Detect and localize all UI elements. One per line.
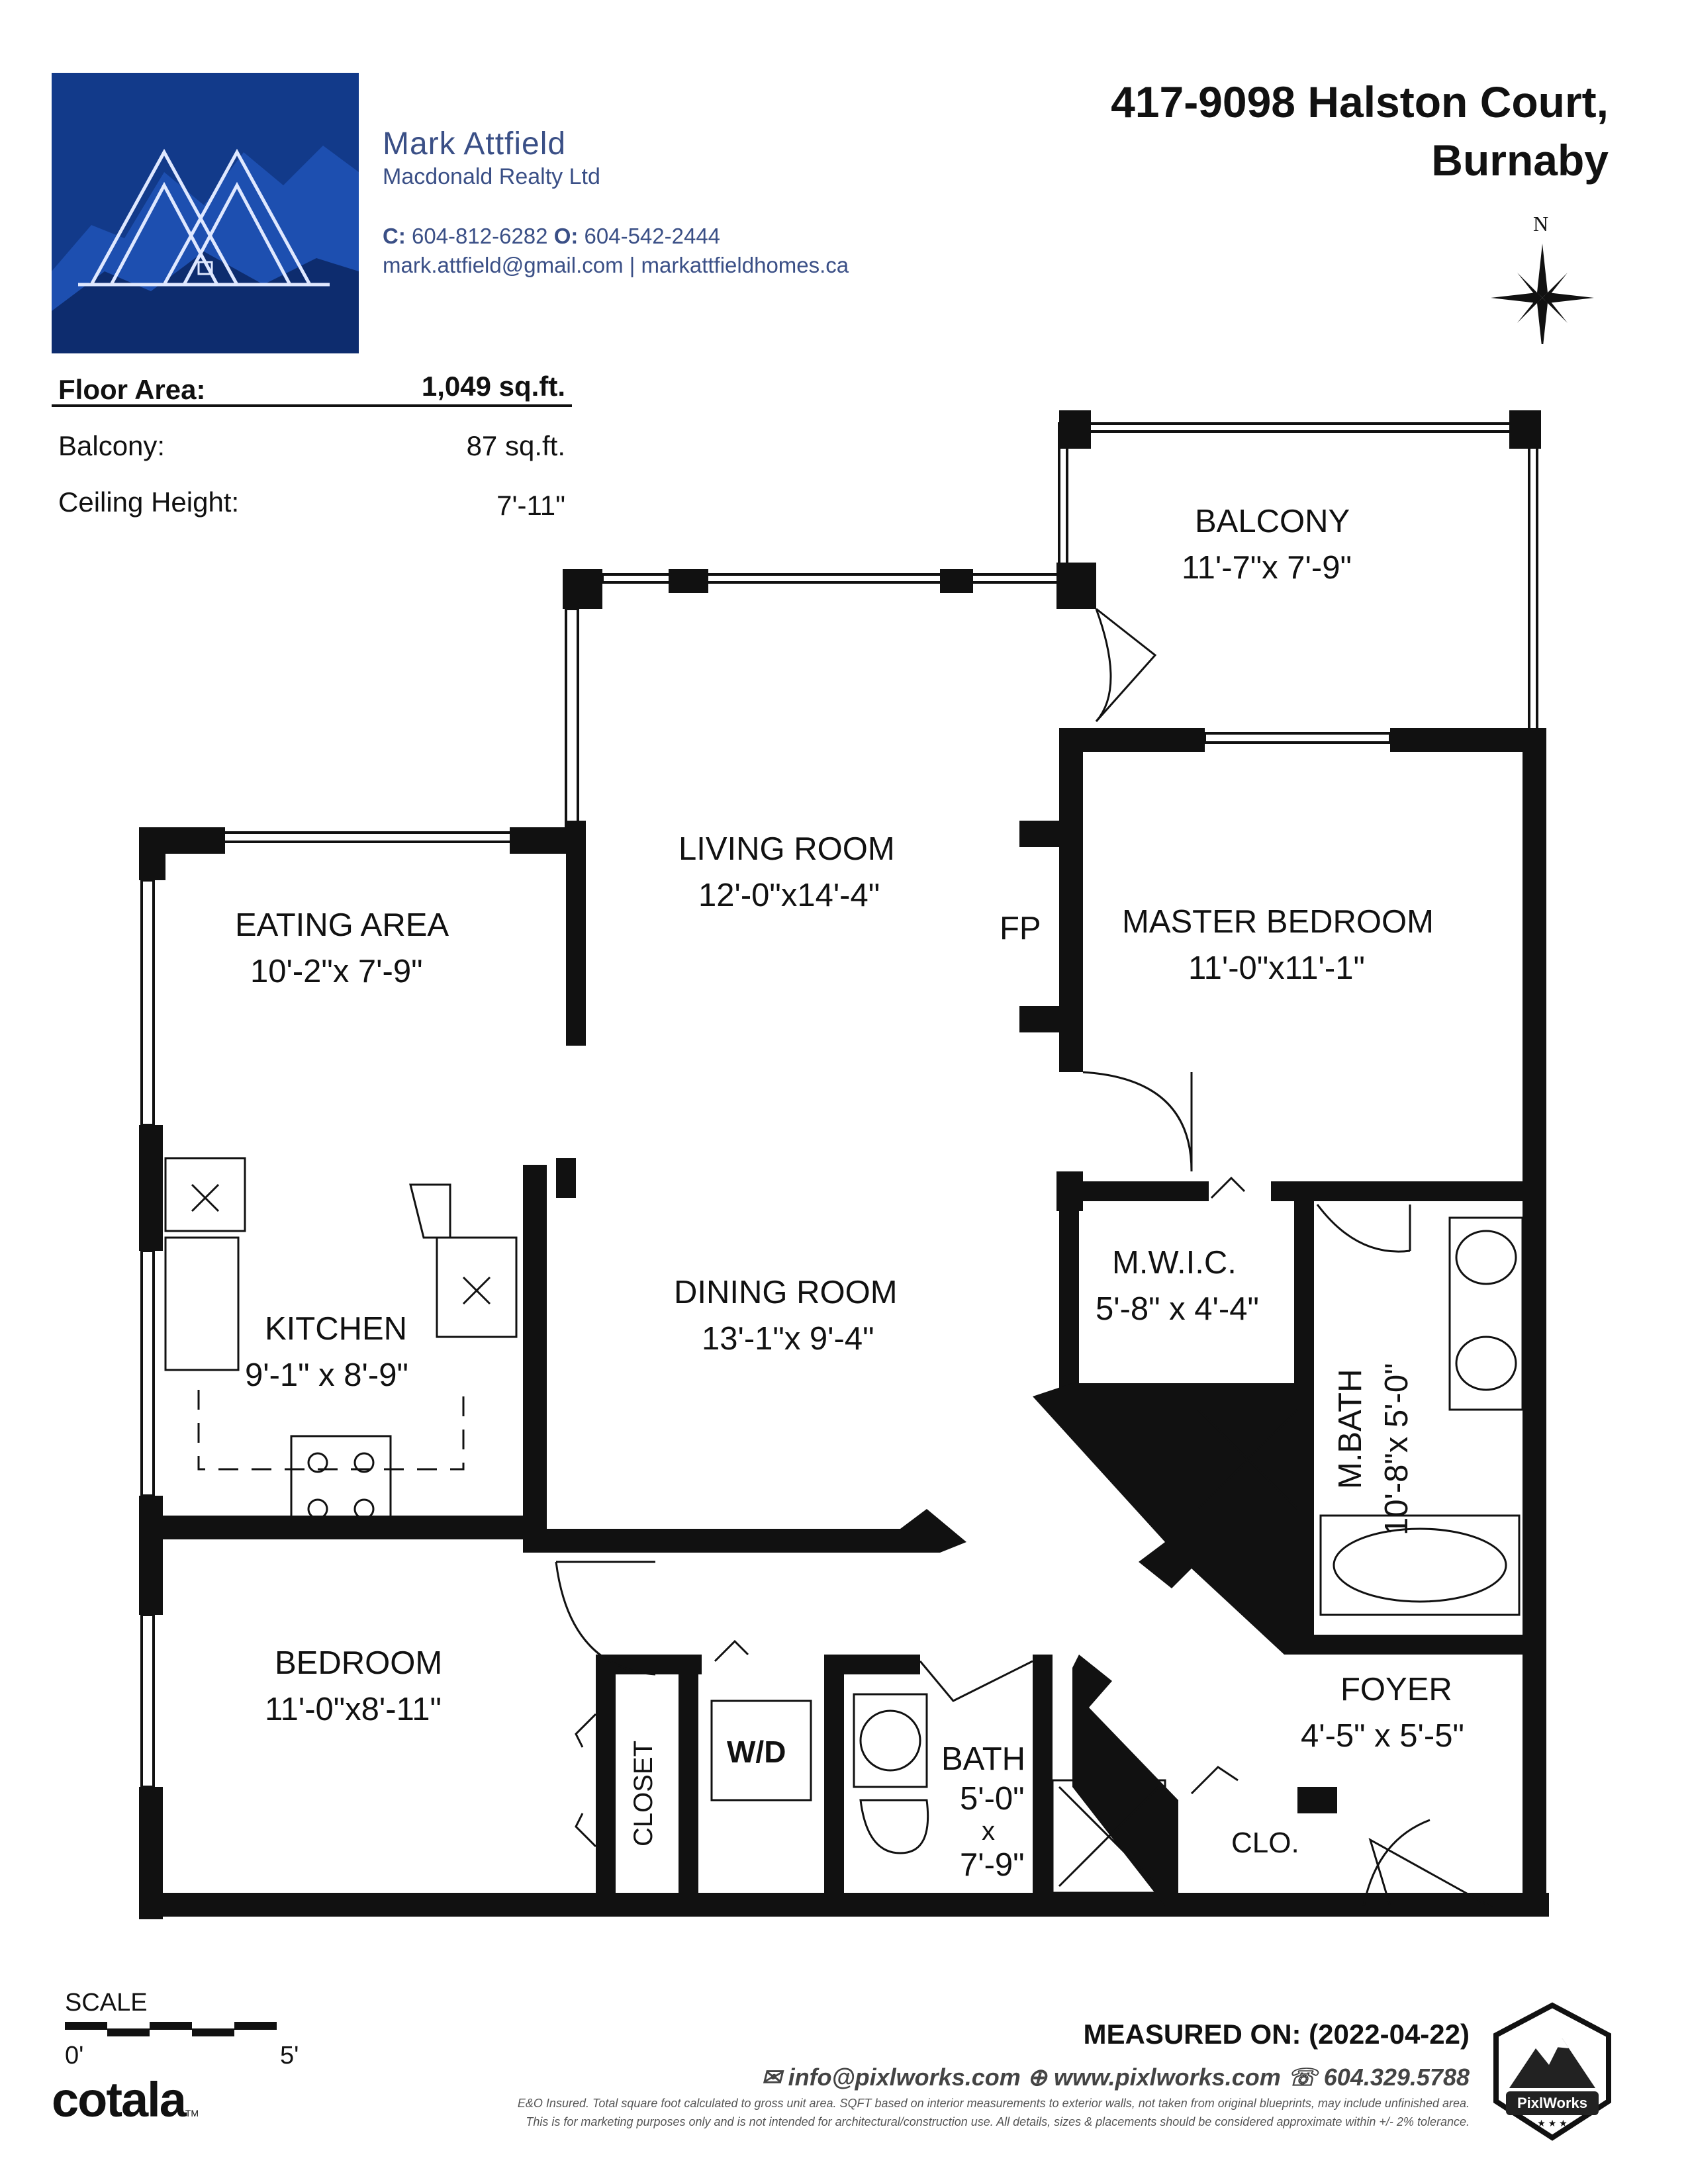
disclaimer-line-2: This is for marketing purposes only and …: [526, 2115, 1470, 2128]
agent-name: Mark Attfield: [383, 126, 567, 161]
bath-label: BATH: [941, 1741, 1026, 1777]
separator: |: [629, 253, 635, 277]
balcony-value: 87 sq.ft.: [466, 430, 565, 461]
compass-icon: N: [1489, 212, 1595, 344]
closet-label: CLOSET: [629, 1740, 658, 1846]
balcony-dims: 11'-7"x 7'-9": [1182, 550, 1352, 586]
cell-phone-label: C:: [383, 224, 406, 248]
mwic-label: M.W.I.C.: [1112, 1245, 1237, 1281]
fireplace-label: FP: [1000, 911, 1041, 946]
cotala-wordmark: cotala: [52, 2072, 187, 2127]
scale-label: SCALE: [65, 1989, 148, 2017]
ceiling-height-label: Ceiling Height:: [58, 486, 240, 518]
office-phone[interactable]: 604-542-2444: [584, 224, 721, 248]
address-line-1: 417-9098 Halston Court,: [1111, 77, 1609, 126]
living-room-label: LIVING ROOM: [679, 831, 895, 867]
svg-text:★ ★ ★: ★ ★ ★: [1537, 2118, 1567, 2128]
living-room-dims: 12'-0"x14'-4": [698, 878, 880, 913]
disclaimer-line-1: E&O Insured. Total square foot calculate…: [517, 2097, 1470, 2110]
pixlworks-badge: PixlWorks ★ ★ ★: [1489, 2002, 1615, 2141]
bedroom-dims: 11'-0"x8'-11": [265, 1692, 442, 1727]
email-icon: ✉: [761, 2064, 782, 2091]
eating-area-label: EATING AREA: [235, 907, 449, 943]
balcony-label: BALCONY: [1195, 504, 1350, 539]
master-bath-dims: 10'-8"x 5'-0": [1379, 1363, 1415, 1535]
pixlworks-website[interactable]: www.pixlworks.com: [1053, 2064, 1281, 2091]
agent-phones: C: 604-812-6282 O: 604-542-2444: [383, 224, 720, 249]
agent-company: Macdonald Realty Ltd: [383, 164, 600, 189]
address-line-2: Burnaby: [1431, 136, 1609, 185]
bath-dims-height: 7'-9": [960, 1847, 1025, 1883]
north-label: N: [1533, 212, 1549, 236]
agent-email[interactable]: mark.attfield@gmail.com: [383, 253, 624, 277]
phone-icon: ☏: [1287, 2064, 1317, 2091]
measured-on: MEASURED ON: (2022-04-22): [1083, 2019, 1470, 2050]
badge-text: PixlWorks: [1517, 2095, 1587, 2111]
foyer-label: FOYER: [1340, 1672, 1452, 1707]
balcony-label: Balcony:: [58, 430, 165, 461]
scale-bar: [65, 2022, 277, 2036]
windows: [140, 422, 1538, 1788]
pixlworks-email[interactable]: info@pixlworks.com: [788, 2064, 1021, 2091]
kitchen-label: KITCHEN: [265, 1311, 408, 1347]
floor-area-value: 1,049 sq.ft.: [421, 371, 565, 402]
mwic-dims: 5'-8" x 4'-4": [1096, 1291, 1259, 1327]
master-bath-label: M.BATH: [1333, 1369, 1368, 1489]
pixlworks-contacts: ✉ info@pixlworks.com ⊕ www.pixlworks.com…: [761, 2064, 1470, 2091]
ceiling-height-value: 7'-11": [496, 490, 565, 521]
agent-website[interactable]: markattfieldhomes.ca: [641, 253, 849, 277]
closet-foyer-label: CLO.: [1231, 1827, 1299, 1859]
office-phone-label: O:: [553, 224, 579, 248]
agent-logo: [52, 73, 359, 353]
foyer-dims: 4'-5" x 5'-5": [1301, 1718, 1464, 1754]
bath-dims-x: x: [982, 1817, 995, 1846]
cotala-logo: cotalaTM: [52, 2071, 199, 2128]
bedroom-label: BEDROOM: [275, 1645, 443, 1681]
property-address: 417-9098 Halston Court, Burnaby: [1111, 73, 1609, 189]
pixlworks-phone[interactable]: 604.329.5788: [1323, 2064, 1470, 2091]
scale-end: 5': [280, 2042, 299, 2070]
cell-phone[interactable]: 604-812-6282: [412, 224, 548, 248]
washer-dryer-label: W/D: [727, 1735, 786, 1769]
scale-start: 0': [65, 2042, 84, 2070]
stats-underline: [52, 404, 572, 407]
globe-icon: ⊕: [1027, 2064, 1047, 2091]
master-bedroom-dims: 11'-0"x11'-1": [1188, 950, 1365, 986]
cotala-tm: TM: [185, 2108, 199, 2118]
walls: [139, 410, 1549, 1919]
bath-dims-width: 5'-0": [960, 1781, 1025, 1817]
agent-contact-web: mark.attfield@gmail.com | markattfieldho…: [383, 253, 849, 278]
floor-area-label: Floor Area:: [58, 374, 206, 405]
doors-and-fixtures: [164, 608, 1524, 1907]
kitchen-dims: 9'-1" x 8'-9": [245, 1357, 408, 1393]
dining-room-label: DINING ROOM: [674, 1275, 898, 1310]
dining-room-dims: 13'-1"x 9'-4": [702, 1321, 874, 1357]
master-bedroom-label: MASTER BEDROOM: [1122, 904, 1434, 940]
eating-area-dims: 10'-2"x 7'-9": [250, 954, 423, 989]
